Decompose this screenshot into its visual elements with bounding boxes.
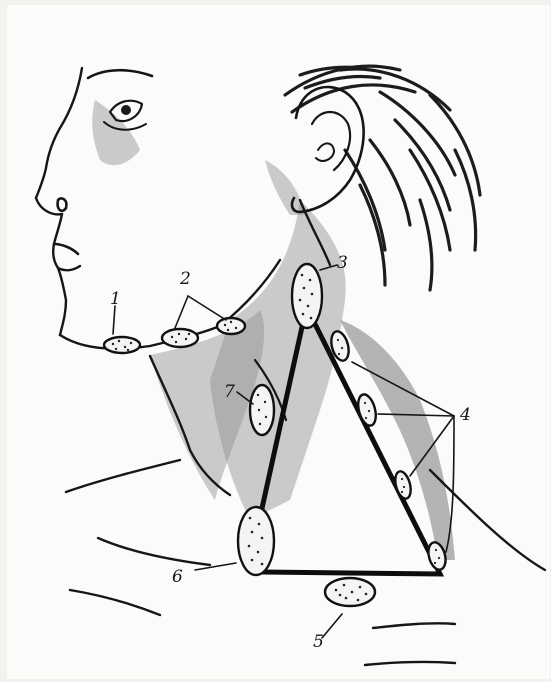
lymph-node-5	[325, 578, 375, 606]
label-5: 5	[313, 632, 324, 652]
lymph-node-4b	[355, 392, 379, 427]
lymph-node-2a	[162, 329, 198, 347]
lymph-node-7	[250, 385, 274, 435]
lymph-node-1	[104, 337, 140, 353]
label-3: 3	[337, 253, 348, 273]
lymph-node-4c	[393, 470, 414, 501]
lymph-node-6	[238, 507, 274, 575]
label-4: 4	[459, 405, 471, 425]
label-2: 2	[179, 269, 191, 289]
lymph-node-3	[292, 264, 322, 328]
lymph-node-2b	[217, 318, 245, 334]
label-7: 7	[224, 382, 235, 402]
label-6: 6	[172, 567, 183, 587]
label-1: 1	[110, 289, 121, 309]
